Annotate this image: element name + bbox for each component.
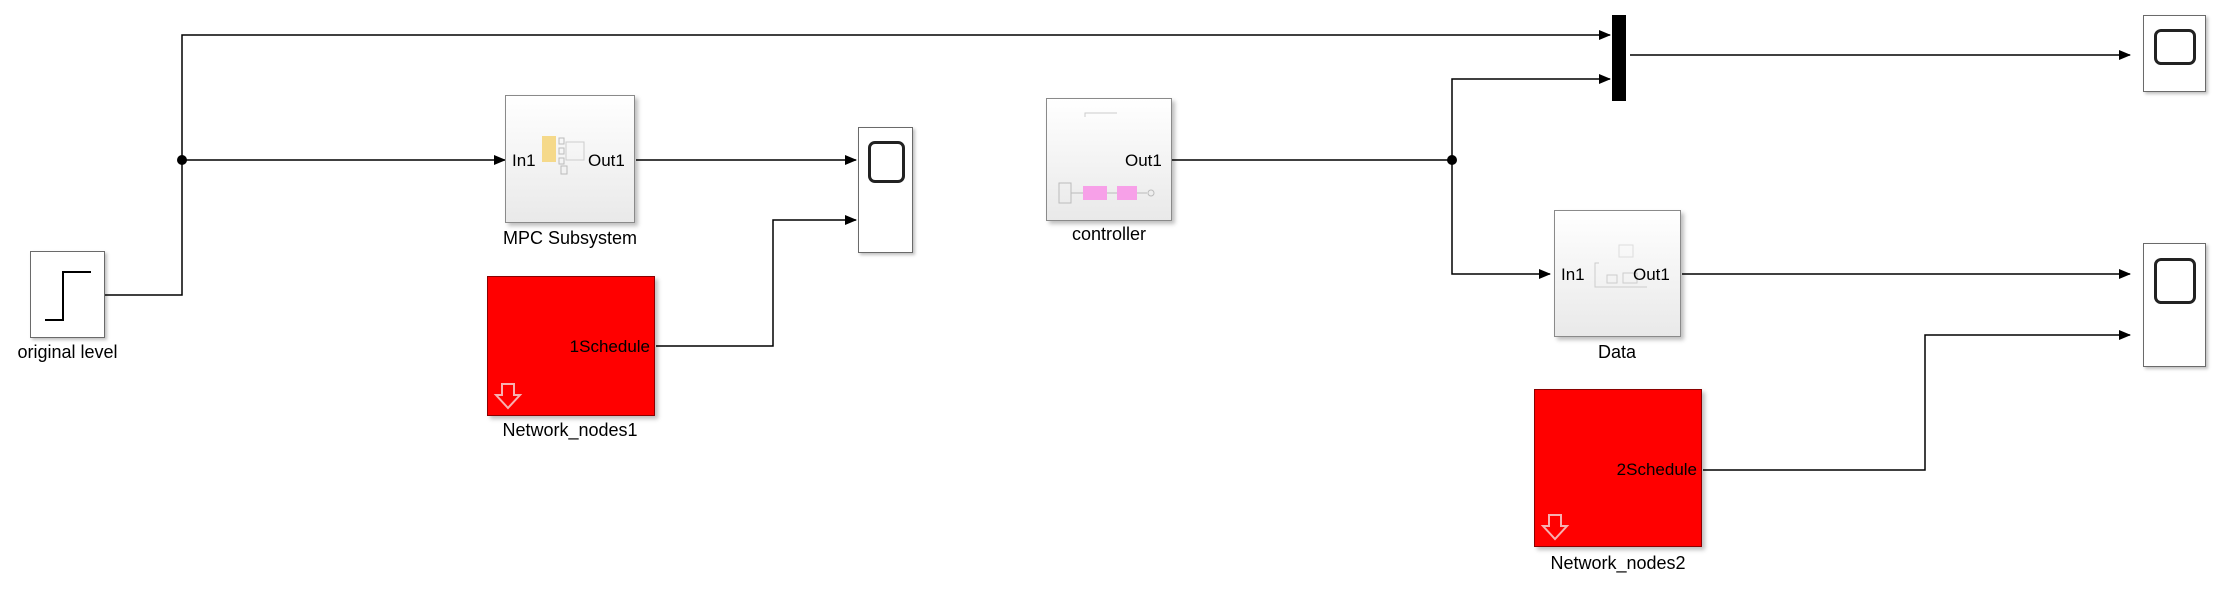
block-label-data: Data bbox=[1597, 342, 1637, 362]
scope-icon bbox=[2154, 258, 2196, 304]
block-label-mpc-subsystem: MPC Subsystem bbox=[502, 228, 638, 248]
block-label-network-nodes2: Network_nodes2 bbox=[1550, 553, 1686, 573]
scope-icon bbox=[2154, 29, 2196, 65]
schedule-port-label: 2Schedule bbox=[1616, 460, 1697, 479]
subsystem-preview-icon bbox=[1594, 244, 1647, 288]
branch-point bbox=[1447, 155, 1457, 165]
mux-block[interactable] bbox=[1612, 15, 1626, 101]
network-nodes1-block[interactable]: 1Schedule bbox=[487, 276, 655, 416]
signal-line-branch-to-mux[interactable] bbox=[1451, 74, 1611, 160]
signal-line-network1-to-scope[interactable] bbox=[656, 215, 857, 347]
signal-line-branch-to-data[interactable] bbox=[1451, 160, 1551, 279]
scope-block[interactable] bbox=[2143, 243, 2206, 367]
step-icon bbox=[45, 271, 91, 321]
controller-block[interactable]: Out1 bbox=[1046, 98, 1172, 221]
mpc-subsystem-block[interactable]: In1 Out1 bbox=[505, 95, 635, 223]
in-port-label: In1 bbox=[512, 151, 536, 170]
subsystem-preview-icon bbox=[542, 136, 585, 175]
schedule-port-label: 1Schedule bbox=[569, 337, 650, 356]
block-label-network-nodes1: Network_nodes1 bbox=[502, 420, 638, 440]
scope-icon bbox=[868, 141, 905, 183]
signal-line-step-to-mux[interactable] bbox=[181, 30, 1611, 160]
scope-block[interactable] bbox=[2143, 15, 2206, 92]
subsystem-preview-icon bbox=[1058, 112, 1155, 204]
out-port-label: Out1 bbox=[1125, 151, 1162, 170]
data-subsystem-block[interactable]: In1 Out1 bbox=[1554, 210, 1681, 337]
signal-line-network2-to-scope[interactable] bbox=[1703, 330, 2131, 471]
network-nodes2-block[interactable]: 2Schedule bbox=[1534, 389, 1702, 547]
out-port-label: Out1 bbox=[1633, 265, 1670, 284]
out-port-label: Out1 bbox=[588, 151, 625, 170]
arrow-down-icon bbox=[493, 383, 523, 410]
branch-point bbox=[177, 155, 187, 165]
in-port-label: In1 bbox=[1561, 265, 1585, 284]
block-label-controller: controller bbox=[1071, 224, 1147, 244]
block-label-original-level: original level bbox=[17, 342, 118, 362]
arrow-down-icon bbox=[1540, 514, 1570, 541]
signal-line-step-to-branch[interactable] bbox=[105, 160, 183, 296]
step-block[interactable] bbox=[30, 251, 105, 338]
scope-block[interactable] bbox=[858, 127, 913, 253]
